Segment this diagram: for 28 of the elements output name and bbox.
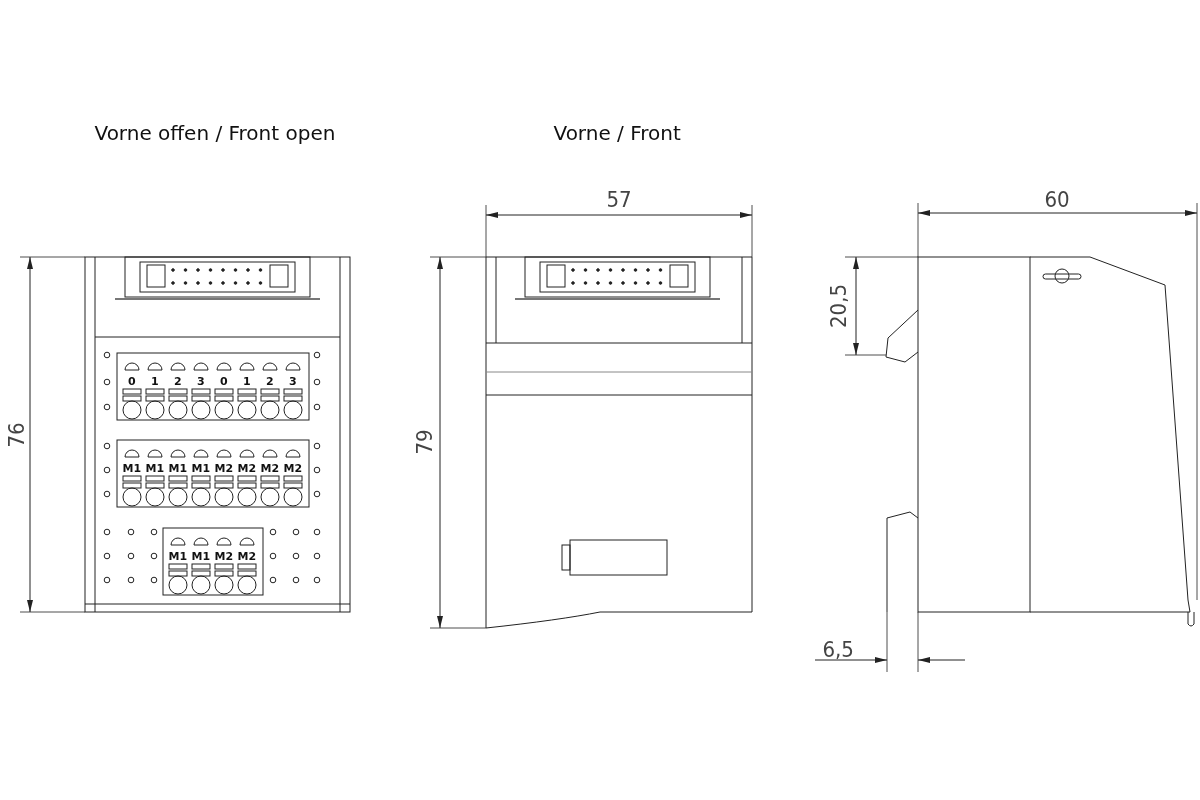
terminal-label: 0 [128, 375, 136, 387]
terminal-label: M2 [283, 462, 303, 474]
terminal-label: M1 [168, 550, 188, 562]
dimension-value: 6,5 [822, 639, 854, 661]
terminal-label: M2 [214, 550, 234, 562]
terminal-label: M2 [214, 462, 234, 474]
terminal-label: 2 [266, 375, 274, 387]
dimension-value: 20,5 [828, 283, 851, 329]
terminal-label: 1 [151, 375, 159, 387]
terminal-label: 3 [289, 375, 297, 387]
terminal-label: 2 [174, 375, 182, 387]
dimension-value: 60 [1044, 189, 1070, 211]
terminal-label: M1 [191, 550, 211, 562]
dimension-value: 76 [5, 422, 28, 448]
terminal-label: 3 [197, 375, 205, 387]
dimension-value: 79 [413, 429, 436, 455]
dimension-value: 57 [606, 189, 632, 211]
terminal-label: M2 [237, 550, 257, 562]
terminal-label: M1 [168, 462, 188, 474]
view-title: Vorne offen / Front open [94, 123, 336, 143]
terminal-label: M2 [260, 462, 280, 474]
view-title: Vorne / Front [553, 123, 681, 143]
terminal-label: M1 [122, 462, 142, 474]
terminal-label: M2 [237, 462, 257, 474]
terminal-label: M1 [191, 462, 211, 474]
terminal-label: M1 [145, 462, 165, 474]
terminal-label: 0 [220, 375, 228, 387]
terminal-label: 1 [243, 375, 251, 387]
